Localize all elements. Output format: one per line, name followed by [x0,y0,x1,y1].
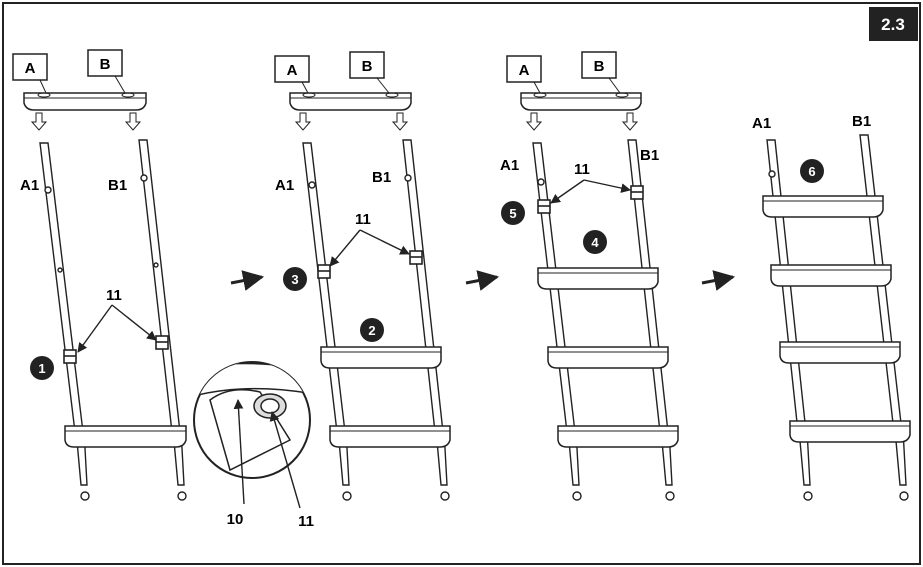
label-box-a: A [274,55,310,94]
step-3: A B [500,51,679,501]
svg-text:5: 5 [509,206,516,221]
next-step-arrow-icon [230,270,736,291]
svg-text:A: A [519,62,530,79]
label-box-a: A [12,53,48,94]
part-label-11: 11 [298,513,314,530]
step-badge-icon: 5 [501,201,525,225]
svg-text:3: 3 [291,272,298,287]
top-cap: A B [12,49,147,111]
svg-text:2.3: 2.3 [881,15,905,34]
step-badge-icon: 2 [360,318,384,342]
rail-label-a1: A1 [275,177,294,194]
svg-text:6: 6 [808,164,815,179]
step-badge-icon: 3 [283,267,307,291]
step-badge-icon: 1 [30,356,54,380]
detail-magnifier: 10 11 [193,361,314,530]
step-badge-icon: 6 [800,159,824,183]
step-4: A1 B1 6 [752,113,911,501]
rail-label-a1: A1 [20,177,39,194]
ladder-step [770,264,892,287]
top-cap: A B [274,51,412,111]
label-box-b: B [581,51,621,94]
ladder-clip-icon [63,335,169,364]
ladder-step [762,195,884,218]
step-2: A B [274,51,451,501]
rail-label-b1: B1 [640,147,659,164]
label-box-b: B [87,49,126,94]
rail-label-a1: A1 [752,115,771,132]
svg-text:B: B [100,56,111,73]
ladder-step [789,420,911,443]
svg-text:B: B [594,58,605,75]
rail-label-b1: B1 [372,169,391,186]
callout-arrows [77,304,157,353]
down-arrow-icon [294,112,409,131]
svg-text:A: A [287,62,298,79]
svg-text:4: 4 [591,235,599,250]
ladder-clip-icon [317,250,423,279]
step-1: A B [12,49,187,501]
svg-text:1: 1 [38,361,45,376]
top-cap: A B [506,51,642,111]
part-label-11: 11 [355,211,371,228]
ladder-clip-icon [537,185,644,214]
down-arrow-icon [30,112,142,131]
callout-arrows [550,179,631,204]
svg-text:2: 2 [368,323,375,338]
down-arrow-icon [525,112,639,131]
rail-label-b1: B1 [852,113,871,130]
section-tag: 2.3 [869,7,918,41]
svg-text:A: A [25,60,36,77]
rail-label-a1: A1 [500,157,519,174]
ladder-step [537,267,659,290]
ladder-step [779,341,901,364]
label-box-b: B [349,51,390,94]
callout-arrows [329,229,410,267]
ladder-step [320,346,442,369]
part-label-10: 10 [227,511,244,528]
label-box-a: A [506,55,542,94]
part-label-11: 11 [574,161,590,178]
rail-label-b1: B1 [108,177,127,194]
svg-text:B: B [362,58,373,75]
ladder-step [64,425,187,448]
ladder-step [329,425,451,448]
ladder-step [547,346,669,369]
step-badge-icon: 4 [583,230,607,254]
ladder-step [557,425,679,448]
part-label-11: 11 [106,287,122,304]
